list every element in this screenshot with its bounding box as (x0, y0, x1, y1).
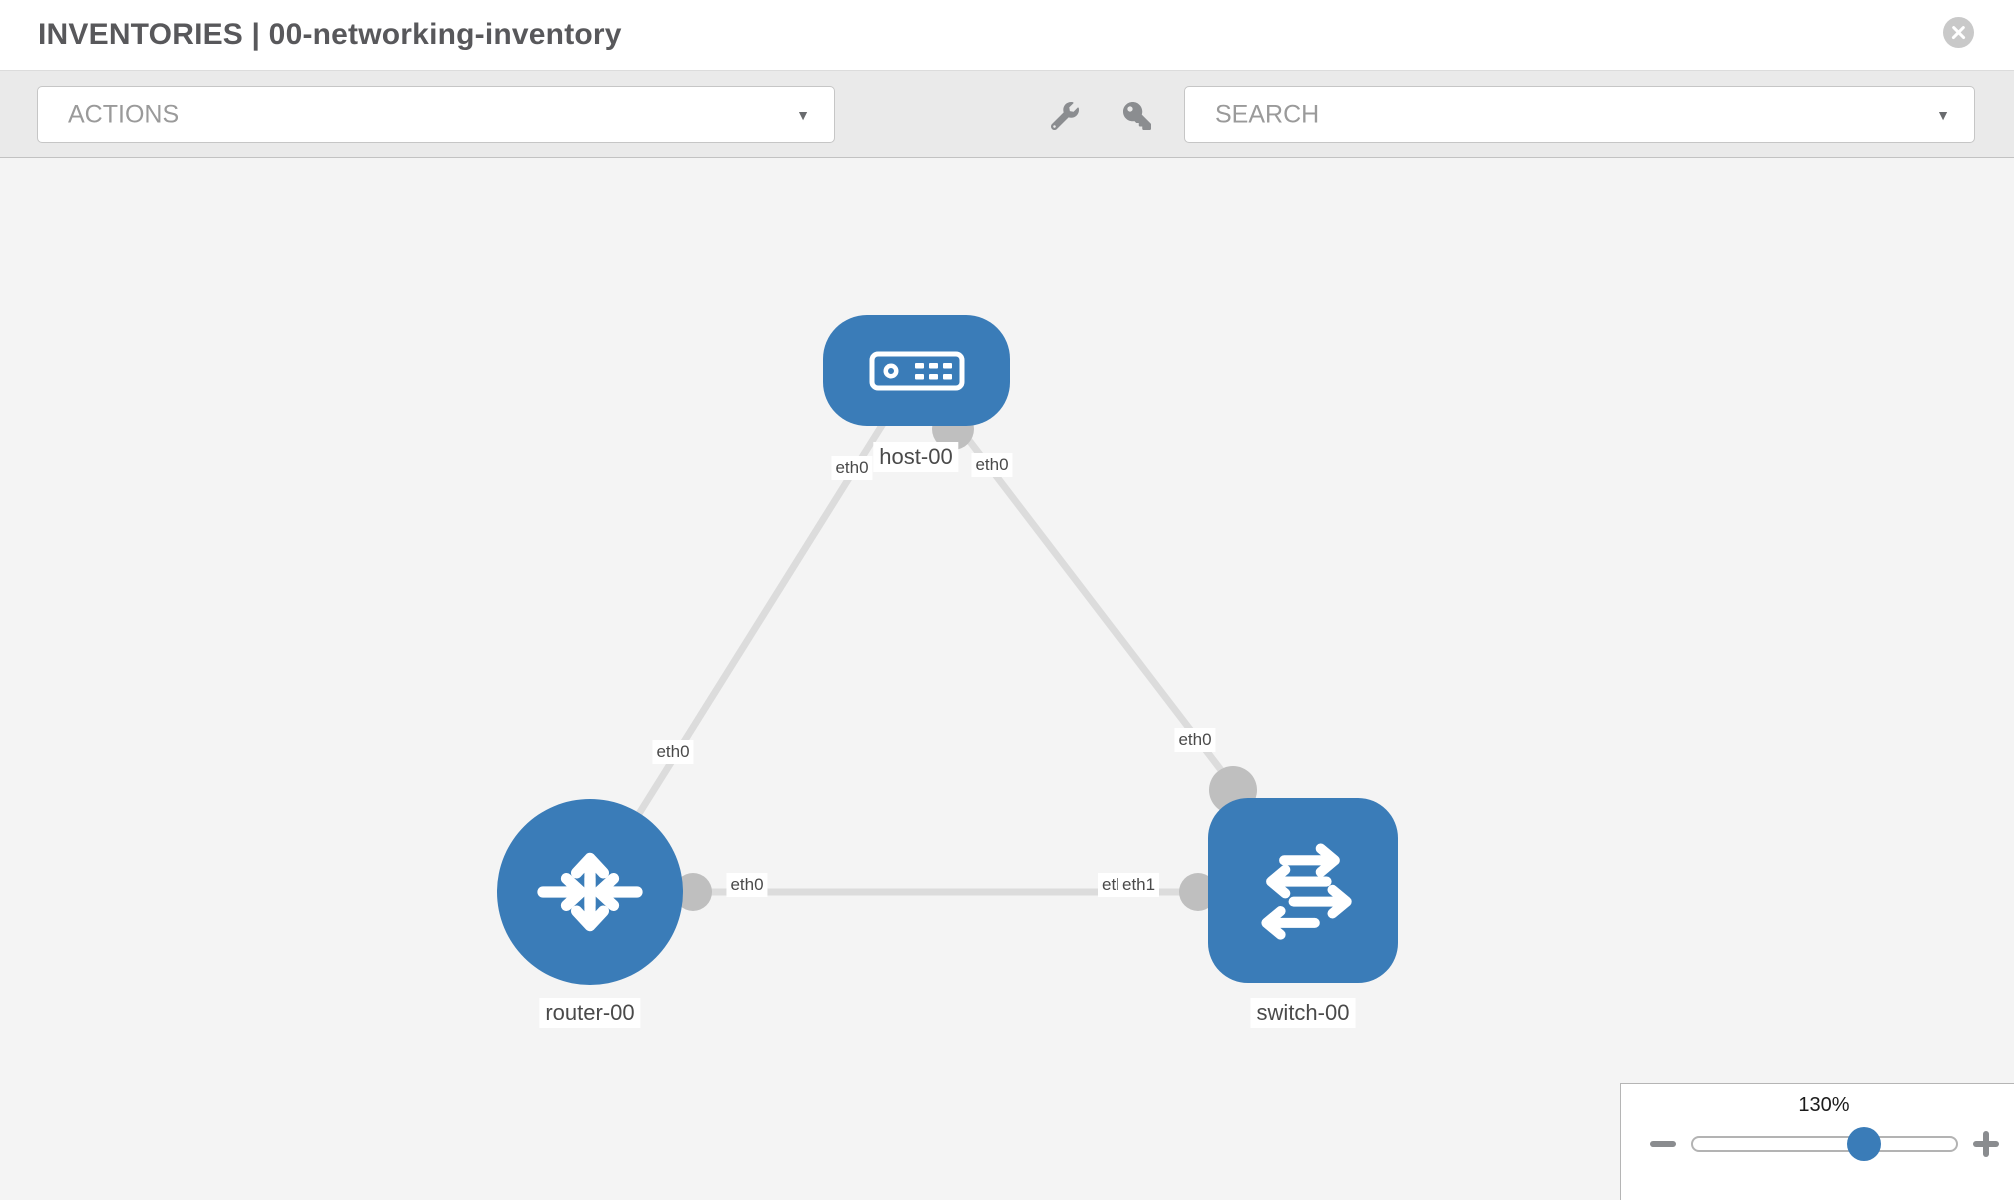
interface-label: eth0 (831, 456, 873, 480)
actions-dropdown[interactable]: ACTIONS ▼ (37, 86, 835, 143)
router-icon (537, 852, 643, 932)
close-icon (1943, 17, 1974, 48)
chevron-down-icon: ▼ (1936, 106, 1950, 123)
close-button[interactable] (1943, 17, 1974, 48)
search-dropdown[interactable]: SEARCH ▼ (1184, 86, 1975, 143)
node-label-switch: switch-00 (1250, 998, 1356, 1028)
zoom-percent-value: 130% (1798, 1094, 1850, 1116)
interface-label: eth0 (1174, 728, 1216, 752)
switch-icon (1261, 843, 1352, 940)
search-placeholder: SEARCH (1215, 100, 1320, 128)
zoom-slider-track[interactable] (1691, 1136, 1958, 1152)
zoom-in-plus-icon[interactable] (1973, 1131, 1999, 1157)
zoom-control-panel: 130% (1620, 1083, 2014, 1200)
node-host-00[interactable] (823, 315, 1010, 426)
key-icon[interactable] (1123, 102, 1151, 130)
port-router-eth0[interactable] (674, 873, 712, 911)
links-layer (587, 368, 1303, 911)
header: INVENTORIES | 00-networking-inventory (0, 0, 2014, 70)
actions-dropdown-label: ACTIONS (68, 100, 180, 128)
zoom-out-minus-icon[interactable] (1650, 1141, 1676, 1147)
node-label-host: host-00 (873, 442, 959, 472)
zoom-slider-handle[interactable] (1847, 1127, 1881, 1161)
interface-label: eth0 (971, 453, 1013, 477)
wrench-icon[interactable] (1050, 102, 1079, 131)
toolbar: ACTIONS ▼ SEARCH ▼ (0, 70, 2014, 158)
node-switch-00[interactable] (1208, 798, 1398, 983)
node-label-router: router-00 (539, 998, 641, 1028)
interface-label: eth1 (1118, 873, 1160, 897)
interface-label: eth0 (726, 873, 768, 897)
page-title: INVENTORIES | 00-networking-inventory (38, 18, 622, 51)
key-icon-glyph (1123, 102, 1151, 130)
chevron-down-icon: ▼ (796, 106, 810, 123)
host-icon (869, 351, 964, 390)
port-switch-eth1[interactable] (1179, 873, 1217, 911)
topology-canvas[interactable]: eth0 eth0 eth0 eth0 eth0 eth0 eth1 host-… (0, 158, 2014, 1200)
node-router-00[interactable] (497, 799, 683, 985)
wrench-icon-glyph (1050, 102, 1079, 131)
interface-label: eth0 (652, 740, 694, 764)
